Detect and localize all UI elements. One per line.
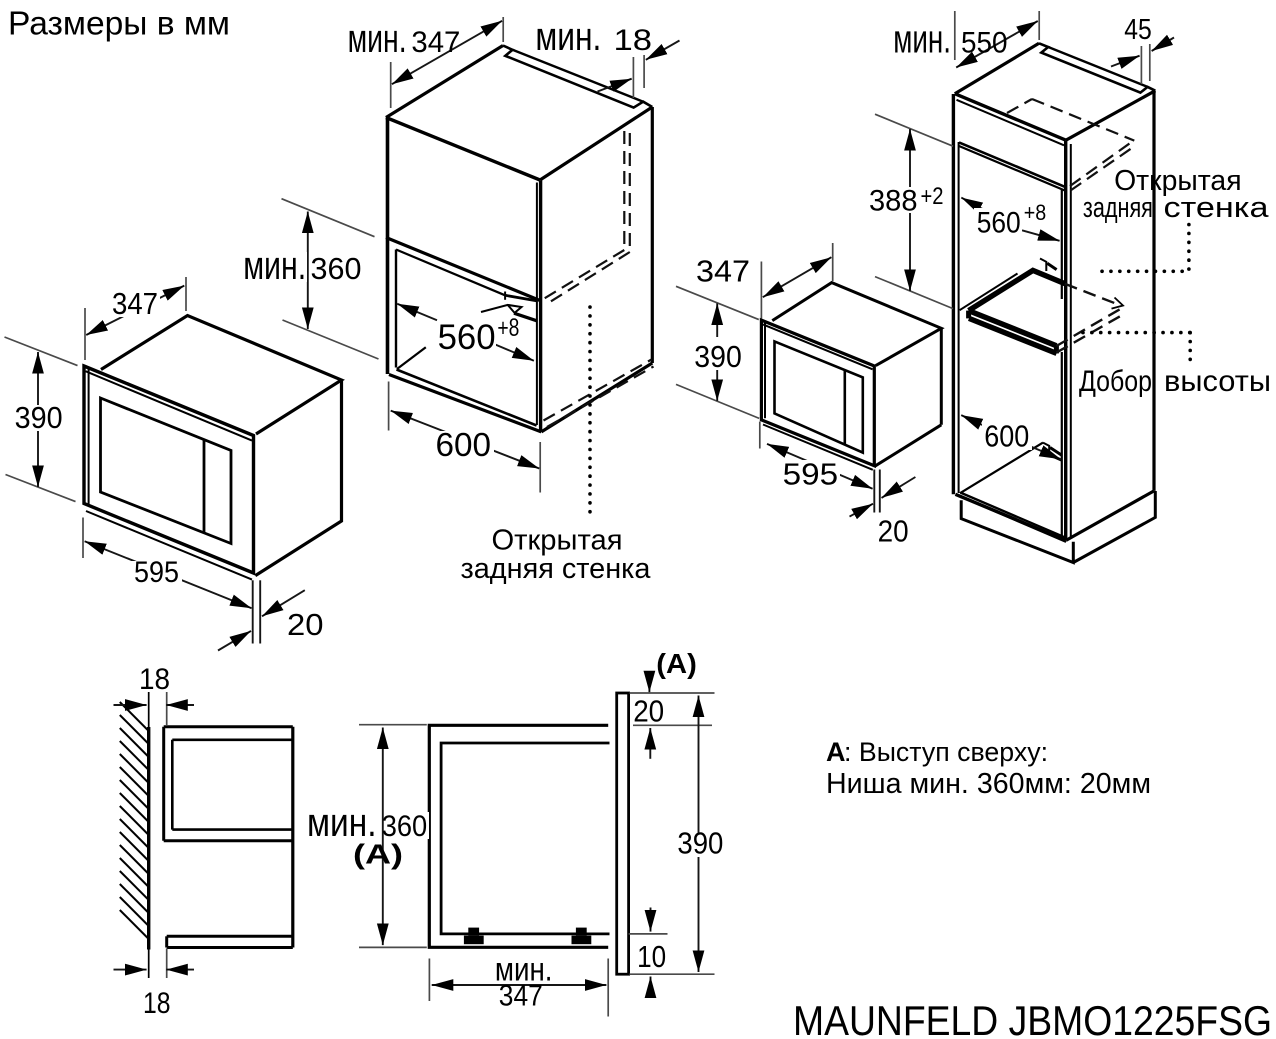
svg-text:595: 595 bbox=[783, 457, 839, 492]
svg-text:560: 560 bbox=[977, 207, 1021, 240]
svg-text:мин.: мин. bbox=[893, 18, 951, 62]
svg-text:18: 18 bbox=[143, 987, 171, 1020]
svg-text:(A): (A) bbox=[656, 648, 697, 679]
svg-text:550: 550 bbox=[961, 27, 1008, 60]
svg-text:Открытая: Открытая bbox=[1114, 165, 1242, 197]
svg-text:Ниша мин. 360мм: 20мм: Ниша мин. 360мм: 20мм bbox=[826, 768, 1151, 800]
svg-text:10: 10 bbox=[637, 939, 666, 974]
svg-text:высоты: высоты bbox=[1164, 365, 1271, 398]
svg-text:600: 600 bbox=[984, 419, 1029, 454]
svg-text:18: 18 bbox=[139, 663, 170, 696]
svg-text:347: 347 bbox=[696, 254, 750, 289]
svg-text:20: 20 bbox=[287, 607, 324, 642]
svg-text:A: A bbox=[826, 737, 846, 767]
svg-text:мин.: мин. bbox=[243, 244, 306, 288]
svg-text:+8: +8 bbox=[497, 314, 519, 342]
svg-text:600: 600 bbox=[436, 426, 492, 463]
svg-text:мин.: мин. bbox=[535, 15, 601, 59]
svg-text:18: 18 bbox=[614, 24, 653, 57]
svg-text:MAUNFELD JBMO1225FSG: MAUNFELD JBMO1225FSG bbox=[793, 997, 1272, 1039]
svg-text:мин.: мин. bbox=[307, 801, 377, 845]
svg-text:20: 20 bbox=[878, 514, 909, 549]
svg-text:360: 360 bbox=[311, 251, 362, 286]
svg-text:347: 347 bbox=[112, 286, 158, 321]
svg-text:+2: +2 bbox=[921, 183, 944, 210]
svg-text:Добор: Добор bbox=[1079, 365, 1152, 398]
svg-text:390: 390 bbox=[15, 400, 63, 435]
svg-text:мин.: мин. bbox=[348, 17, 407, 61]
svg-text:мин.: мин. bbox=[495, 951, 553, 988]
svg-text:595: 595 bbox=[134, 556, 179, 589]
svg-text:20: 20 bbox=[633, 694, 664, 729]
svg-text:Открытая: Открытая bbox=[492, 525, 623, 557]
svg-text:360: 360 bbox=[382, 810, 428, 843]
svg-text:(A): (A) bbox=[353, 839, 403, 870]
svg-text:390: 390 bbox=[694, 339, 742, 374]
svg-text:388: 388 bbox=[869, 185, 918, 218]
svg-text:347: 347 bbox=[411, 26, 460, 59]
svg-text:45: 45 bbox=[1124, 14, 1152, 46]
svg-text:: Выступ сверху:: : Выступ сверху: bbox=[844, 737, 1048, 767]
svg-text:задняя стенка: задняя стенка bbox=[461, 553, 652, 585]
svg-text:390: 390 bbox=[677, 826, 723, 861]
svg-text:+8: +8 bbox=[1024, 200, 1046, 225]
svg-text:347: 347 bbox=[499, 980, 543, 1013]
svg-text:задняя: задняя bbox=[1083, 192, 1153, 224]
svg-text:560: 560 bbox=[438, 318, 496, 357]
svg-text:Размеры в мм: Размеры в мм bbox=[8, 5, 230, 42]
svg-text:стенка: стенка bbox=[1164, 192, 1270, 224]
